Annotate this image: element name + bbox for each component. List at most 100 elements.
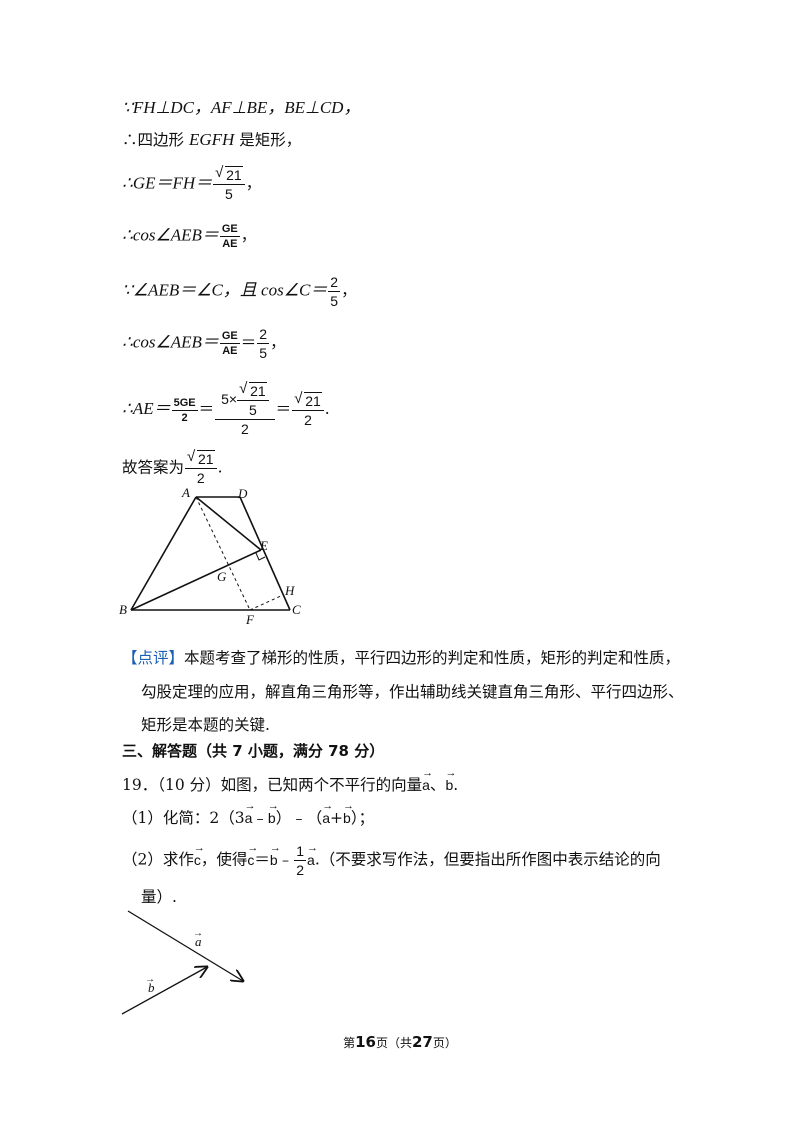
- text-fragment: ∴GE＝FH＝: [122, 173, 213, 193]
- segment-be: [130, 549, 262, 611]
- comment-text: 本题考查了梯形的性质，平行四边形的判定和性质，矩形的判定和性质，: [184, 649, 681, 667]
- proof-line-3: ∴GE＝FH＝215，: [122, 164, 262, 203]
- denominator: 5: [225, 186, 233, 202]
- vector-b-label: b: [148, 980, 155, 995]
- text-fragment: +: [330, 809, 344, 827]
- numerator-prefix: 5×: [221, 391, 238, 408]
- text-fragment: 19．（10 分）如图，已知两个不平行的向量: [122, 776, 423, 794]
- text-fragment: ）；: [350, 809, 375, 827]
- numerator: 5GE: [171, 396, 198, 411]
- denominator: 2: [296, 862, 305, 878]
- text-fragment: ∴cos∠AEB＝: [122, 225, 219, 245]
- text-fragment: ﹣: [252, 809, 268, 827]
- denominator: 5: [248, 402, 257, 418]
- numerator: GE: [219, 330, 240, 344]
- text-fragment: ∴四边形: [122, 131, 189, 149]
- sqrt-value: 21: [225, 166, 243, 183]
- label-a: A: [181, 485, 190, 500]
- segment-af-dashed: [195, 496, 251, 611]
- text-fragment: .: [217, 458, 223, 477]
- label-f: F: [245, 612, 255, 627]
- text-fragment: ∴AE＝: [122, 399, 171, 418]
- label-g: G: [217, 569, 227, 584]
- text-fragment: ，: [245, 174, 262, 193]
- question-19-intro: 19．（10 分）如图，已知两个不平行的向量a、b.: [122, 762, 459, 796]
- equals-sign: ＝: [240, 333, 257, 352]
- numerator: 1: [294, 843, 307, 861]
- numerator: 2: [257, 326, 270, 344]
- page-footer: 第16页（共27页）: [0, 1033, 800, 1051]
- label-h: H: [284, 583, 295, 598]
- text-fragment: 故答案为: [122, 458, 185, 477]
- question-19-part-2: （2）求作c，使得c＝b﹣12a.（不要求写作法，但要指出所作图中表示结论的向: [122, 837, 661, 879]
- text-fragment: ）﹣（: [275, 809, 323, 827]
- total-pages: 27: [412, 1033, 433, 1051]
- sqrt-value: 21: [197, 450, 215, 467]
- right-angle-mark: [255, 552, 266, 561]
- trapezoid-figure: A D E G H B F C: [119, 485, 301, 627]
- question-19-part-1: （1）化简：2（3a﹣b）﹣（a+b）；: [122, 795, 375, 829]
- fraction: 212: [292, 390, 324, 429]
- text-fragment: ，: [341, 281, 357, 300]
- page-number: 16: [355, 1033, 376, 1051]
- vector-b: b: [270, 837, 281, 871]
- vector-c: c: [194, 837, 205, 871]
- text-fragment: 、: [429, 776, 446, 794]
- sqrt-value: 21: [304, 391, 322, 409]
- text-fragment: ，: [240, 226, 257, 245]
- equals-sign: ＝: [275, 400, 292, 418]
- answer-line: 故答案为212.: [122, 448, 223, 487]
- sqrt-value: 21: [249, 382, 267, 399]
- proof-line-1: ∵FH⊥DC，AF⊥BE，BE⊥CD，: [122, 97, 360, 119]
- text-fragment: .: [453, 776, 459, 794]
- rectangle-name: EGFH: [188, 130, 235, 149]
- label-d: D: [237, 486, 248, 501]
- label-b: B: [119, 602, 127, 617]
- vector-a-label-arrow: →: [193, 928, 203, 939]
- comment-text: 矩形是本题的关键.: [141, 716, 270, 734]
- text-fragment: （2）求作: [122, 850, 194, 869]
- text-fragment: （1）化简：2（3: [122, 809, 245, 827]
- section-heading: 三、解答题（共 7 小题，满分 78 分）: [122, 742, 385, 760]
- footer-text: 第: [343, 1036, 356, 1050]
- denominator: 2: [241, 421, 249, 437]
- text-fragment: ﹣: [277, 850, 294, 869]
- denominator: AE: [222, 238, 238, 250]
- text-fragment: .（不要求写作法，但要指出所作图中表示结论的向: [314, 850, 661, 869]
- denominator: AE: [222, 345, 238, 357]
- segment-dc: [239, 496, 291, 611]
- vector-b: b: [445, 762, 456, 796]
- proof-line-1-text: ∵FH⊥DC，AF⊥BE，BE⊥CD，: [122, 98, 361, 117]
- denominator: 5: [330, 293, 339, 309]
- proof-line-2: ∴四边形 EGFH 是矩形，: [122, 129, 301, 151]
- text-fragment: ，: [270, 333, 286, 352]
- label-e: E: [259, 538, 268, 553]
- vector-b: b: [268, 795, 279, 829]
- text-fragment: .: [324, 400, 330, 418]
- text-fragment: ∵∠AEB＝∠C，且 cos∠C＝: [122, 280, 328, 300]
- vector-a-arrow: [127, 910, 243, 981]
- fraction: 215: [213, 164, 245, 203]
- text-fragment: ∴cos∠AEB＝: [122, 332, 219, 352]
- segment-ab: [130, 496, 197, 611]
- footer-text: 页）: [432, 1036, 457, 1050]
- vector-a: a: [322, 795, 333, 829]
- comment-line-2: 勾股定理的应用，解直角三角形等，作出辅助线关键直角三角形、平行四边形、: [141, 681, 684, 703]
- comment-label: 【点评】: [122, 649, 185, 667]
- segment-fh-dashed: [249, 594, 284, 611]
- vector-a: a: [422, 762, 433, 796]
- inner-fraction: 215: [237, 380, 269, 419]
- numerator: GE: [219, 223, 240, 237]
- text-fragment: ，使得: [200, 850, 248, 869]
